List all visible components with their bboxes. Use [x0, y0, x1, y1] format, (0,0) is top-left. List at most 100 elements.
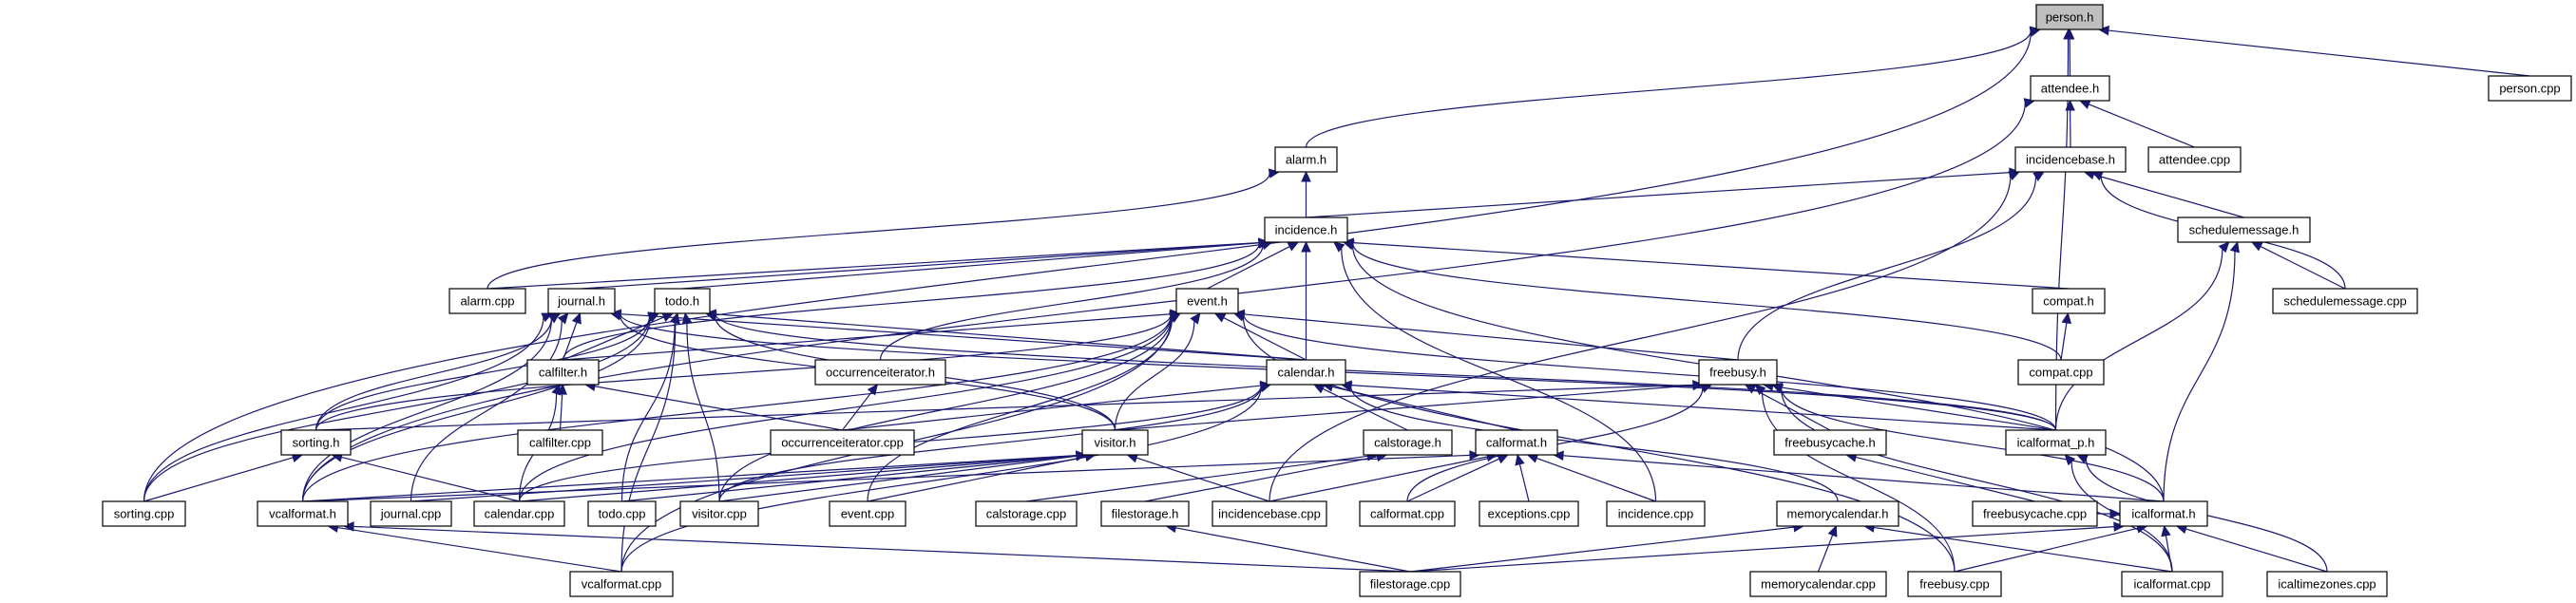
node-todo-cpp[interactable]: todo.cpp: [587, 500, 657, 527]
node-calendar-h[interactable]: calendar.h: [1266, 359, 1346, 386]
node-calfilter-cpp[interactable]: calfilter.cpp: [517, 429, 603, 456]
node-label: calstorage.cpp: [986, 507, 1067, 521]
node-attendee-h[interactable]: attendee.h: [2030, 75, 2110, 102]
node-box: [2014, 146, 2127, 173]
edge-incidence-cpp-to-calformat-h: [1536, 457, 1656, 502]
node-incidence-cpp[interactable]: incidence.cpp: [1606, 500, 1706, 527]
edge-person-cpp-to-person-h: [2108, 29, 2530, 77]
arrowhead-icon: [547, 312, 561, 324]
node-event-cpp[interactable]: event.cpp: [829, 500, 906, 527]
node-incidencebase-h[interactable]: incidencebase.h: [2014, 146, 2127, 173]
node-box: [1175, 288, 1239, 314]
node-box: [473, 500, 565, 527]
node-box: [587, 500, 657, 527]
node-incidencebase-cpp[interactable]: incidencebase.cpp: [1212, 500, 1327, 527]
edge-calfilter-h-to-journal-h: [562, 322, 578, 361]
node-box: [1972, 500, 2098, 527]
arrowhead-icon: [2061, 311, 2072, 325]
node-box: [1212, 500, 1327, 527]
node-memorycalendar-h[interactable]: memorycalendar.h: [1776, 500, 1899, 527]
node-calfilter-h[interactable]: calfilter.h: [526, 359, 600, 386]
node-box: [1776, 500, 1899, 527]
node-box: [1907, 571, 2002, 597]
arrowhead-icon: [2229, 240, 2240, 254]
node-compat-h[interactable]: compat.h: [2032, 288, 2106, 314]
node-label: compat.cpp: [2029, 366, 2092, 380]
node-icalformat-h[interactable]: icalformat.h: [2119, 500, 2208, 527]
node-person-cpp[interactable]: person.cpp: [2488, 75, 2572, 102]
arrowhead-icon: [2032, 171, 2046, 181]
node-alarm-cpp[interactable]: alarm.cpp: [448, 288, 526, 314]
node-box: [654, 288, 711, 314]
node-label: occurrenceiterator.h: [826, 366, 935, 380]
node-calstorage-h[interactable]: calstorage.h: [1363, 429, 1453, 456]
node-box: [370, 500, 452, 527]
edge-freebusycache-cpp-to-freebusycache-h: [1855, 456, 2035, 502]
node-vcalformat-cpp[interactable]: vcalformat.cpp: [569, 571, 674, 597]
node-memorycalendar-cpp[interactable]: memorycalendar.cpp: [1749, 571, 1887, 597]
arrowhead-icon: [670, 311, 680, 325]
node-calstorage-cpp[interactable]: calstorage.cpp: [975, 500, 1078, 527]
node-label: incidencebase.h: [2026, 153, 2115, 167]
node-visitor-cpp[interactable]: visitor.cpp: [679, 500, 759, 527]
node-freebusycache-h[interactable]: freebusycache.h: [1773, 429, 1887, 456]
edge-calformat-cpp-to-calformat-h: [1406, 458, 1499, 502]
node-attendee-cpp[interactable]: attendee.cpp: [2147, 146, 2242, 173]
edge-calendar-h-to-journal-h: [620, 313, 1307, 361]
node-calformat-cpp[interactable]: calformat.cpp: [1359, 500, 1456, 527]
edge-icalformat-h-to-freebusy-h: [1780, 386, 2165, 502]
node-journal-cpp[interactable]: journal.cpp: [370, 500, 452, 527]
node-todo-h[interactable]: todo.h: [654, 288, 711, 314]
edge-attendee-cpp-to-attendee-h: [2089, 104, 2195, 148]
edge-vcalformat-h-to-attendee-h: [301, 103, 2026, 502]
node-label: calendar.h: [1278, 366, 1335, 380]
node-journal-h[interactable]: journal.h: [547, 288, 616, 314]
node-label: filestorage.h: [1112, 507, 1179, 521]
node-compat-cpp[interactable]: compat.cpp: [2017, 359, 2105, 386]
node-box: [770, 429, 915, 456]
node-calendar-cpp[interactable]: calendar.cpp: [473, 500, 565, 527]
arrowhead-icon: [1771, 384, 1784, 394]
edge-icalformat-p-h-to-event-h: [1243, 314, 2057, 431]
node-visitor-h[interactable]: visitor.h: [1081, 429, 1149, 456]
node-alarm-h[interactable]: alarm.h: [1274, 146, 1338, 173]
node-box: [2035, 4, 2104, 30]
node-exceptions-cpp[interactable]: exceptions.cpp: [1479, 500, 1579, 527]
edge-calendar-cpp-to-event-h: [518, 315, 1172, 502]
edge-icalformat-h-to-schedulemessage-h: [2163, 251, 2236, 502]
node-label: event.h: [1187, 294, 1228, 309]
node-label: alarm.cpp: [460, 294, 514, 309]
node-box: [526, 359, 600, 386]
arrowhead-icon: [2218, 241, 2230, 254]
node-event-h[interactable]: event.h: [1175, 288, 1239, 314]
edge-compat-cpp-to-compat-h: [2060, 322, 2068, 361]
node-occurrenceiterator-cpp[interactable]: occurrenceiterator.cpp: [770, 429, 915, 456]
node-filestorage-cpp[interactable]: filestorage.cpp: [1359, 571, 1461, 597]
node-label: calstorage.h: [1374, 436, 1441, 450]
edge-alarm-cpp-to-incidence-h: [487, 241, 1260, 290]
node-vcalformat-h[interactable]: vcalformat.h: [257, 500, 349, 527]
node-box: [569, 571, 674, 597]
edge-alarm-h-to-person-h: [1305, 30, 2032, 148]
edge-calformat-h-to-calendar-h: [1331, 386, 1517, 431]
node-schedulemessage-h[interactable]: schedulemessage.h: [2177, 217, 2311, 243]
node-incidence-h[interactable]: incidence.h: [1264, 217, 1348, 243]
node-calformat-h[interactable]: calformat.h: [1475, 429, 1558, 456]
node-freebusy-h[interactable]: freebusy.h: [1698, 359, 1778, 386]
node-icalformat-cpp[interactable]: icalformat.cpp: [2121, 571, 2223, 597]
arrowhead-icon: [1169, 312, 1182, 323]
node-freebusycache-cpp[interactable]: freebusycache.cpp: [1972, 500, 2098, 527]
node-filestorage-h[interactable]: filestorage.h: [1100, 500, 1190, 527]
node-schedulemessage-cpp[interactable]: schedulemessage.cpp: [2272, 288, 2418, 314]
node-label: calformat.cpp: [1370, 507, 1444, 521]
edge-filestorage-cpp-to-filestorage-h: [1175, 527, 1411, 573]
node-box: [2488, 75, 2572, 102]
node-sorting-h[interactable]: sorting.h: [280, 429, 352, 456]
node-icalformat-p-h[interactable]: icalformat_p.h: [2005, 429, 2107, 456]
node-sorting-cpp[interactable]: sorting.cpp: [102, 500, 186, 527]
node-occurrenceiterator-h[interactable]: occurrenceiterator.h: [814, 359, 946, 386]
node-icaltimezones-cpp[interactable]: icaltimezones.cpp: [2266, 571, 2388, 597]
edge-journal-h-to-incidence-h: [581, 242, 1260, 290]
node-freebusy-cpp[interactable]: freebusy.cpp: [1907, 571, 2002, 597]
